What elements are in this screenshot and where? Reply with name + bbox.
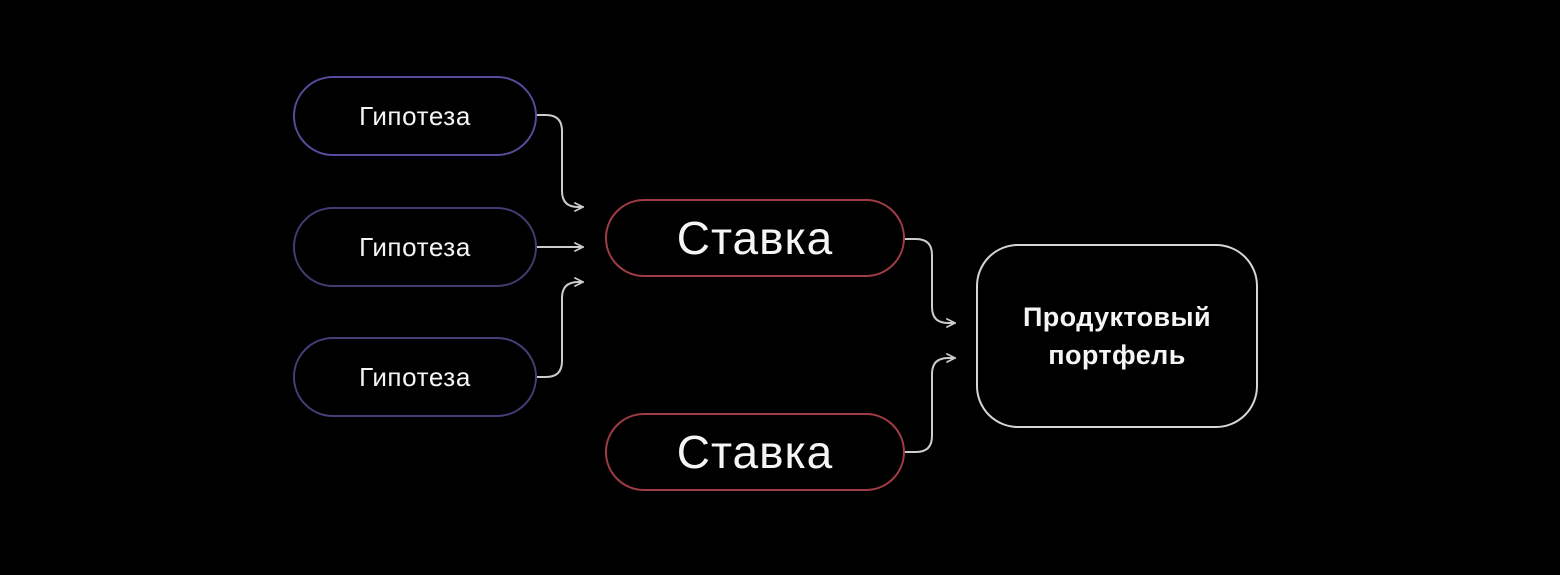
hypothesis-node-3: Гипотеза: [293, 337, 537, 417]
hypothesis-node-2-label: Гипотеза: [359, 231, 471, 262]
product-portfolio-label: Продуктовый портфель: [1023, 298, 1211, 374]
bet-node-2-label: Ставка: [676, 426, 834, 478]
bet-node-1: Ставка: [605, 199, 905, 277]
connector-bet2-to-portfolio: [904, 353, 956, 453]
product-portfolio-node: Продуктовый портфель: [976, 244, 1258, 428]
product-portfolio-label-line2: портфель: [1048, 340, 1186, 370]
hypothesis-node-1-label: Гипотеза: [359, 100, 471, 131]
hypothesis-node-1: Гипотеза: [293, 76, 537, 156]
hypothesis-node-2: Гипотеза: [293, 207, 537, 287]
connector-hypothesis3-to-bet1: [536, 277, 584, 378]
bet-node-2: Ставка: [605, 413, 905, 491]
hypothesis-node-3-label: Гипотеза: [359, 361, 471, 392]
connector-hypothesis1-to-bet1: [536, 114, 584, 212]
connector-bet1-to-portfolio: [904, 238, 956, 328]
bet-node-1-label: Ставка: [676, 212, 834, 264]
product-portfolio-label-line1: Продуктовый: [1022, 302, 1212, 332]
